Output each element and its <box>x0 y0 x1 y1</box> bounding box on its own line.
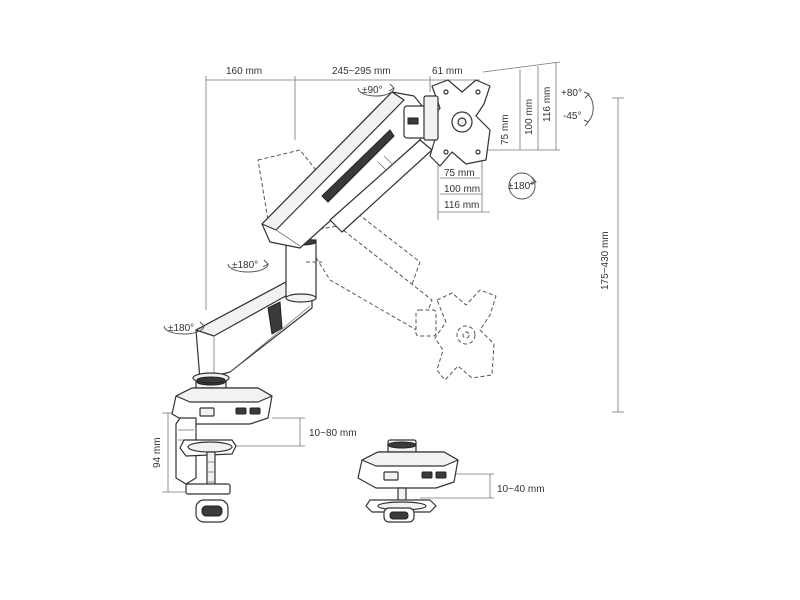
usb-port-icon <box>421 471 433 479</box>
usb-port-icon <box>235 407 247 415</box>
desk-clamp <box>171 375 273 523</box>
svg-text:-45°: -45° <box>563 111 581 122</box>
svg-text:±90°: ±90° <box>362 85 383 96</box>
usb-port-icon <box>249 407 261 415</box>
rotation-rotate-head: ±180° <box>508 172 537 200</box>
lower-arm <box>192 281 313 384</box>
curved-arrow-icon <box>357 87 395 97</box>
dim-vesa-75-w-label: 75 mm <box>444 168 475 179</box>
svg-text:+80°: +80° <box>561 88 582 99</box>
elbow-post <box>285 238 322 303</box>
top-dimensions: 160 mm 245~295 mm 61 mm <box>205 66 480 310</box>
vesa-plate <box>423 79 491 167</box>
upper-arm <box>261 91 433 249</box>
usb-port-icon <box>435 471 447 479</box>
tilt-arrow-icon <box>587 93 594 123</box>
dim-clamp-height-label: 94 mm <box>152 437 163 468</box>
vesa-vertical-dimensions: 75 mm 100 mm 116 mm <box>482 61 561 151</box>
height-range-dimension: 175~430 mm <box>600 97 624 413</box>
dim-clamp-thickness-label: 10~80 mm <box>309 428 357 439</box>
rotation-mid-joint: ±180° <box>227 259 269 273</box>
tilt-indicator: +80° -45° <box>561 88 594 127</box>
dim-height-range-label: 175~430 mm <box>600 231 611 290</box>
dim-grommet-thickness-label: 10~40 mm <box>497 484 545 495</box>
curved-arrow-icon <box>508 172 536 200</box>
dim-vesa-116-h-label: 116 mm <box>542 87 553 122</box>
rotation-base-joint: ±180° <box>163 321 205 335</box>
dim-vesa-100-h-label: 100 mm <box>524 99 535 135</box>
svg-text:±180°: ±180° <box>168 323 194 334</box>
svg-text:±180°: ±180° <box>508 181 534 192</box>
grommet-thickness-dimension: 10~40 mm <box>420 473 545 499</box>
curved-arrow-icon <box>227 263 269 273</box>
grommet-mount <box>357 439 459 523</box>
svg-text:±180°: ±180° <box>232 260 258 271</box>
dim-vesa-116-w-label: 116 mm <box>444 200 479 211</box>
clamp-thickness-dimension: 10~80 mm <box>230 417 357 447</box>
curved-arrow-icon <box>163 325 205 335</box>
dim-reach-label: 245~295 mm <box>332 66 391 77</box>
rotation-swivel-head: ±90° <box>357 83 395 97</box>
dim-61-label: 61 mm <box>432 66 463 77</box>
dim-vesa-100-w-label: 100 mm <box>444 184 480 195</box>
vesa-horizontal-dimensions: 75 mm 100 mm 116 mm <box>437 160 490 220</box>
dim-160-label: 160 mm <box>226 66 262 77</box>
dim-vesa-75-h-label: 75 mm <box>500 114 511 145</box>
